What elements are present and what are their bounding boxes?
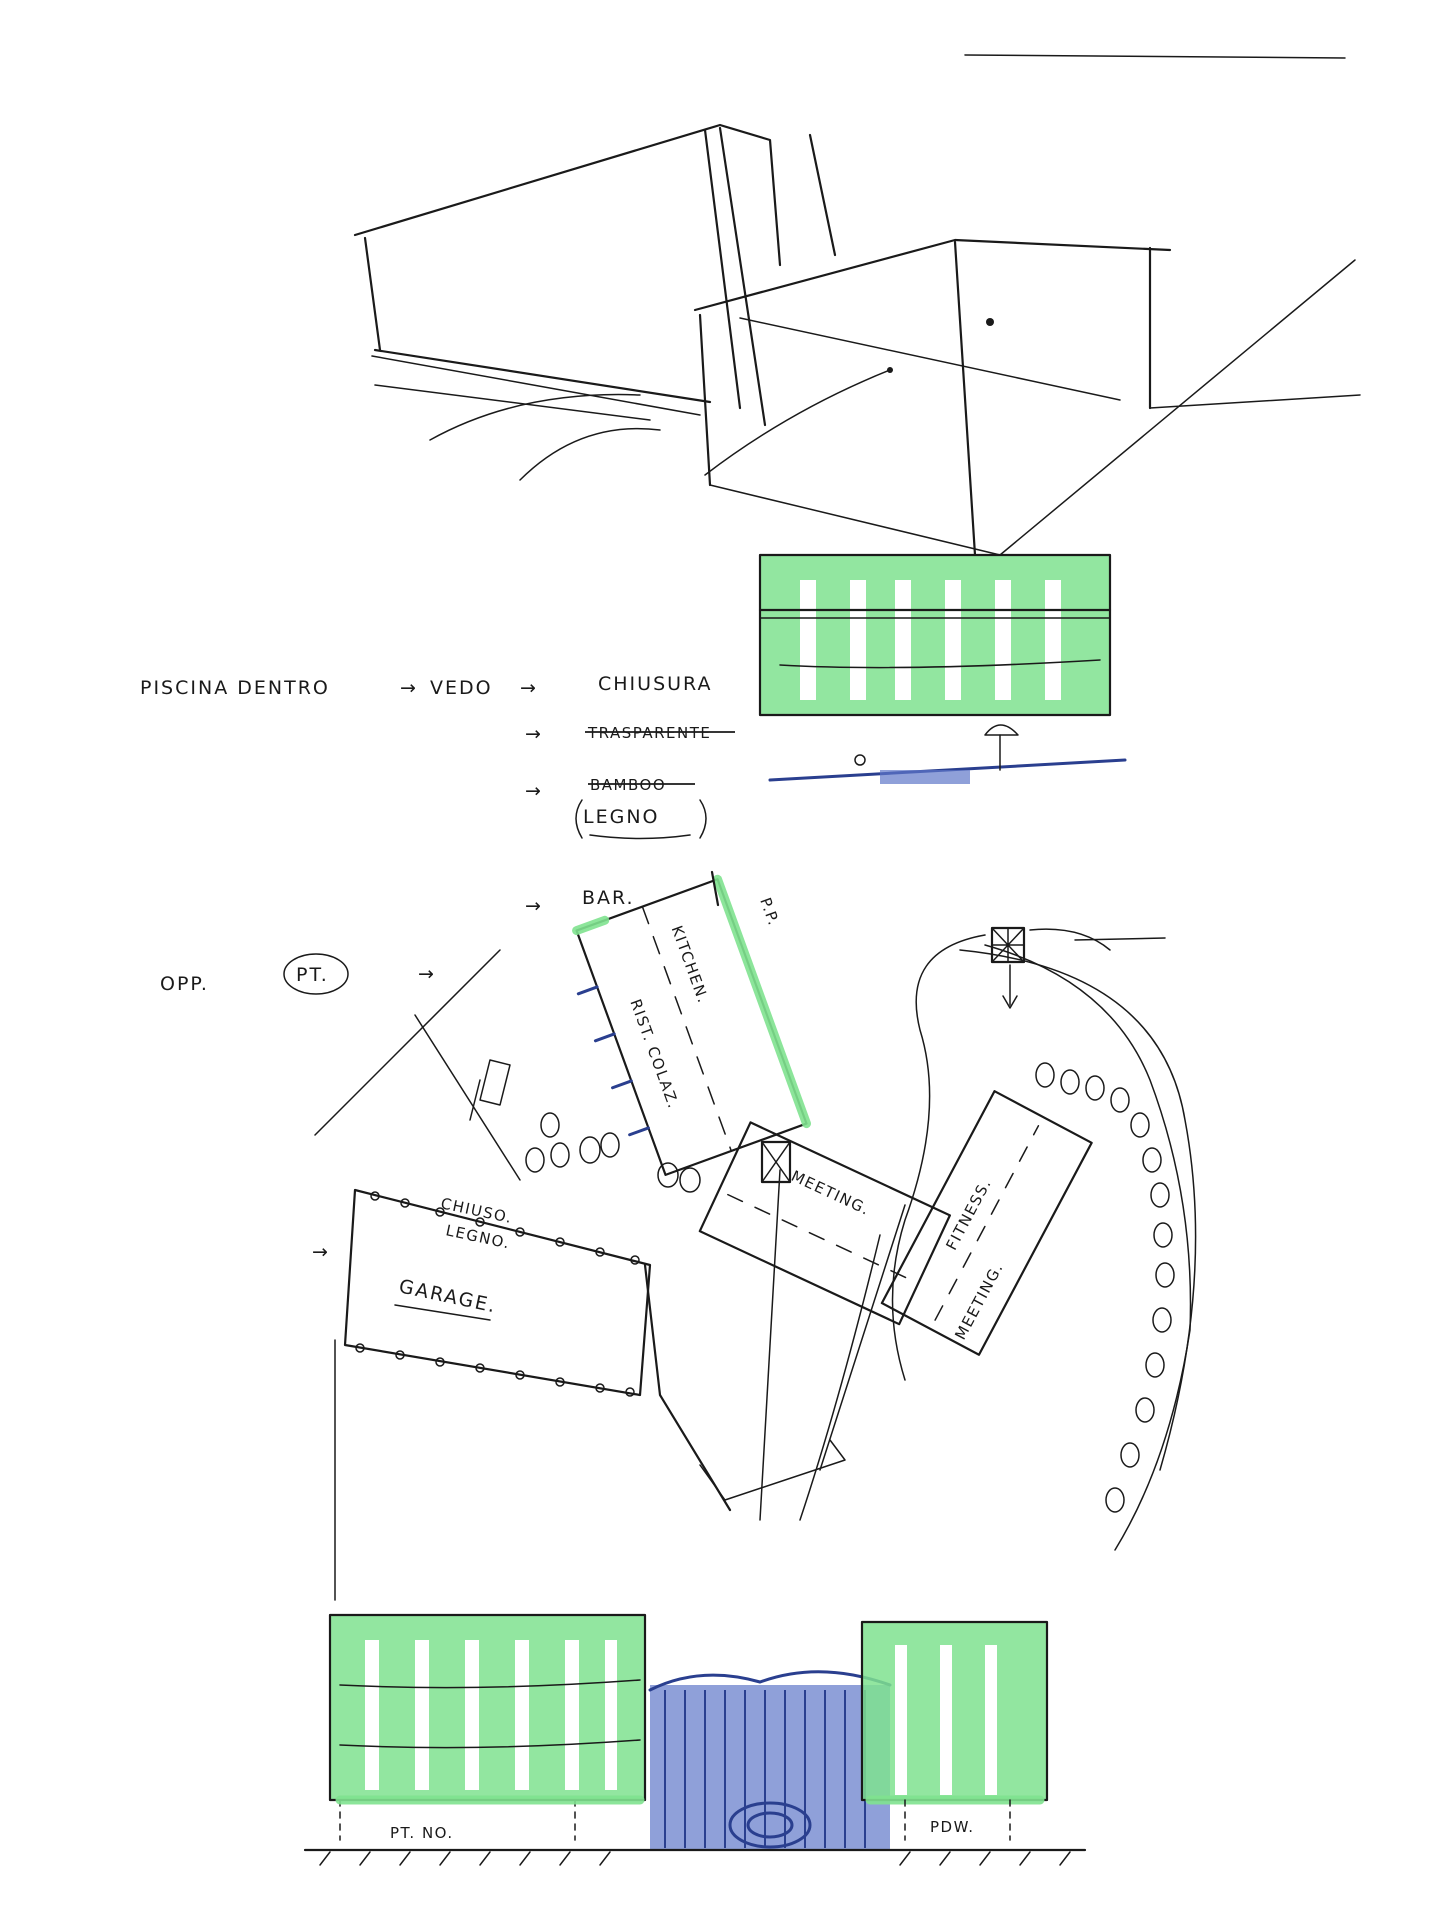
perspective-sketch bbox=[353, 54, 1361, 557]
left-volume-top bbox=[353, 123, 782, 267]
elevation-label-left: PT. NO. bbox=[390, 1824, 454, 1842]
note-bar: BAR. bbox=[582, 887, 635, 909]
meeting-label-2: MEETING. bbox=[951, 1259, 1007, 1343]
top-stroke bbox=[964, 54, 1346, 59]
garage-label: GARAGE. bbox=[397, 1275, 499, 1317]
note-trasparente: TRASPARENTE bbox=[587, 724, 711, 742]
arrow: → bbox=[418, 963, 436, 985]
site-plan: KITCHEN. RIST. COLAZ. P.P. MEETING. FITN… bbox=[312, 870, 1197, 1601]
arrow: → bbox=[520, 677, 538, 699]
note-pt: PT. bbox=[296, 964, 329, 986]
left-block-highlight bbox=[330, 1615, 645, 1800]
pp-label: P.P. bbox=[756, 895, 783, 928]
notes: PISCINA DENTRO → VEDO → CHIUSURA → TRASP… bbox=[140, 673, 735, 995]
fitness-label: FITNESS. bbox=[942, 1175, 995, 1253]
arrow: → bbox=[312, 1241, 330, 1263]
central-volume bbox=[650, 1685, 890, 1850]
note-piscina: PISCINA DENTRO bbox=[140, 677, 330, 699]
right-volume-top bbox=[693, 238, 1172, 312]
risto-label: RIST. COLAZ. bbox=[626, 997, 682, 1112]
arrow: → bbox=[400, 677, 418, 699]
garage-block: CHIUSO. LEGNO. GARAGE. → bbox=[312, 1188, 652, 1397]
kitchen-label: KITCHEN. bbox=[668, 923, 713, 1006]
fitness-wing: FITNESS. MEETING. bbox=[880, 1090, 1093, 1356]
road-trees bbox=[1035, 1062, 1175, 1513]
right-block-highlight bbox=[862, 1622, 1047, 1800]
pt-circle bbox=[283, 953, 349, 995]
arrow: → bbox=[525, 895, 543, 917]
meeting-wing: MEETING. bbox=[698, 1121, 951, 1326]
note-bamboo: BAMBOO bbox=[590, 776, 666, 794]
note-chiusura: CHIUSURA bbox=[598, 673, 712, 695]
note-opp: OPP. bbox=[160, 973, 209, 995]
pool-elevation bbox=[758, 553, 1127, 784]
elevation-label-right: PDW. bbox=[930, 1818, 974, 1836]
arrow: → bbox=[525, 780, 543, 802]
bottom-elevation: PT. NO. PDW. bbox=[303, 1613, 1087, 1866]
note-legno: LEGNO bbox=[583, 806, 659, 828]
note-vedo: VEDO bbox=[430, 677, 493, 699]
arrow: → bbox=[525, 723, 543, 745]
trees-cluster bbox=[525, 1112, 701, 1193]
